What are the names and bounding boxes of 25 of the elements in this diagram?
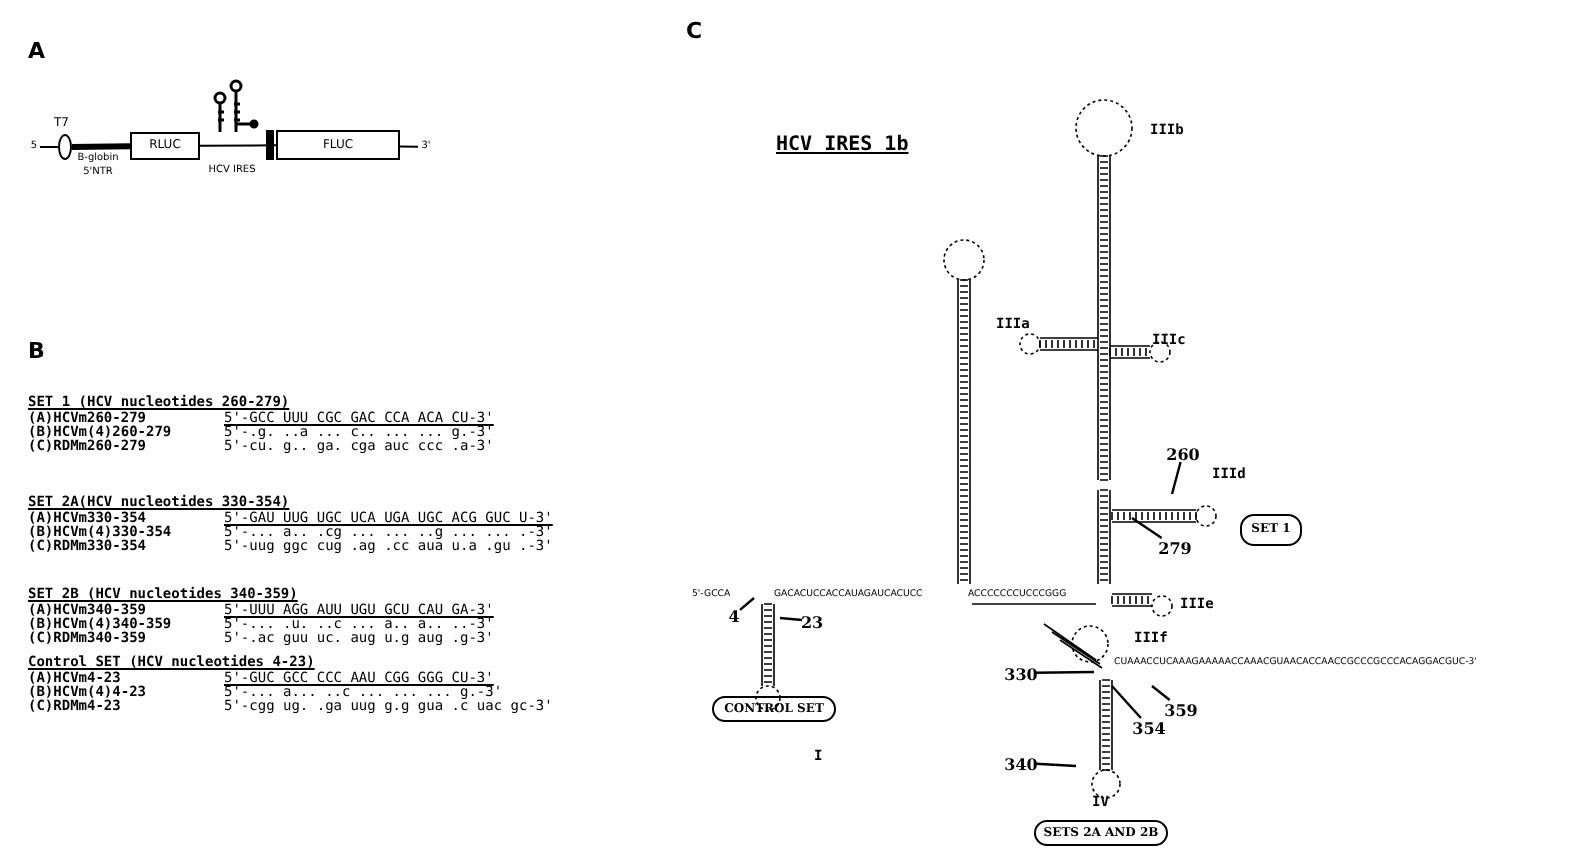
nucleotide-number: 4 <box>728 606 740 624</box>
leader-line <box>739 597 755 611</box>
panel-letter: B <box>28 340 45 362</box>
construct-line <box>199 144 277 147</box>
construct-line <box>39 146 59 148</box>
nucleotide-number: 340 <box>1006 754 1036 772</box>
nucleotide-number: 359 <box>1166 700 1196 718</box>
leader-line <box>1035 762 1077 768</box>
nucleotide-number: 23 <box>802 612 822 630</box>
leader-line <box>1111 685 1142 719</box>
panel-letter: C <box>686 20 703 42</box>
leader-line <box>1131 517 1163 539</box>
structure-title: HCV IRES 1b <box>776 136 909 156</box>
panel-letter: A <box>28 40 46 62</box>
nucleotide-number: 354 <box>1134 718 1164 736</box>
construct-line <box>399 145 419 148</box>
nucleotide-number: 260 <box>1168 444 1198 462</box>
nucleotide-number: 330 <box>1006 664 1036 682</box>
promoter-oval <box>58 134 72 160</box>
leader-line <box>779 616 803 622</box>
construct-line <box>71 143 131 150</box>
nucleotide-number: 279 <box>1160 538 1190 556</box>
leader-line <box>1036 670 1094 674</box>
leader-line <box>1151 685 1171 701</box>
leader-line <box>1170 461 1182 495</box>
